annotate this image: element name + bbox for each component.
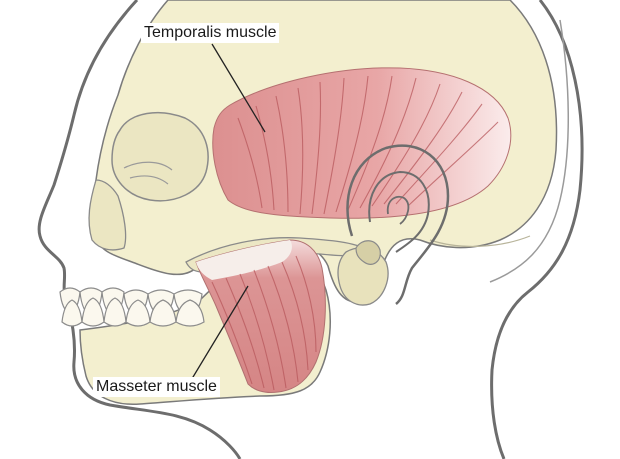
masseter-muscle	[195, 239, 326, 393]
eye-orbit-detail	[123, 161, 173, 185]
temporalis-leader-line	[211, 43, 266, 133]
eye-orbit	[111, 111, 209, 202]
skull-suture	[429, 235, 531, 247]
ear-outline	[346, 144, 450, 305]
temporalis-fibers	[237, 75, 499, 215]
ear-canal	[355, 240, 381, 265]
masseter-label: Masseter muscle	[93, 377, 220, 397]
ear-inner-outline	[368, 170, 430, 253]
masseter-fibers	[211, 255, 317, 391]
nasal-bone	[88, 179, 127, 251]
masseter-tendon	[196, 240, 292, 280]
lower-teeth	[61, 297, 205, 327]
skull-suture	[489, 19, 569, 283]
head-silhouette	[37, 0, 584, 459]
temporalis-label: Temporalis muscle	[141, 23, 280, 43]
ear-concha	[386, 195, 410, 225]
masseter-leader-line	[189, 285, 249, 383]
